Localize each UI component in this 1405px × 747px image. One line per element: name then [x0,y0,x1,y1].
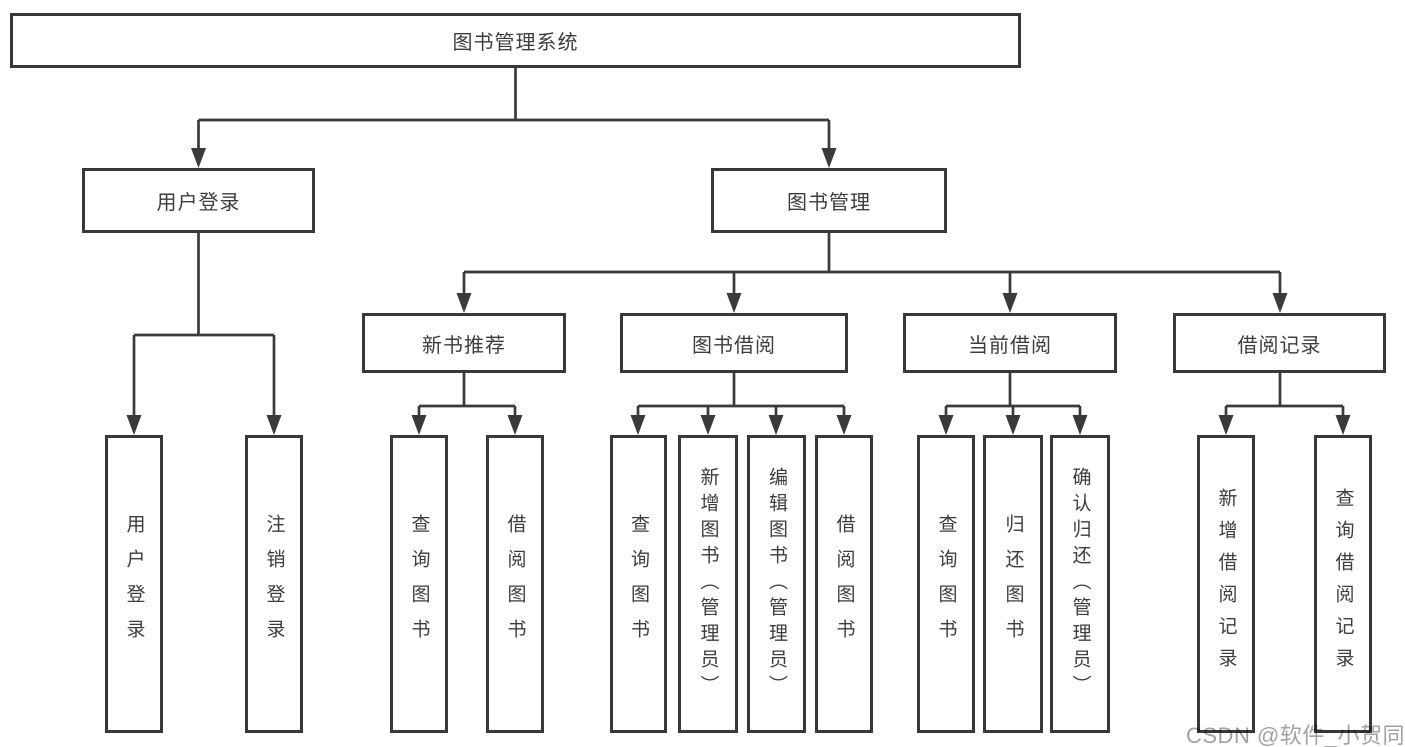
node-root-system: 图书管理系统 [10,13,1021,68]
leaf-query-books-recommend: 查询图书 [390,435,448,733]
leaf-query-books-borrow-label: 查询图书 [628,514,649,654]
arrowheads [126,148,1351,435]
leaf-query-borrow-record-label: 查询借阅记录 [1332,488,1354,680]
leaf-return-books-label: 归还图书 [1002,514,1024,654]
leaf-edit-book-admin-label: 编辑图书（管理员） [766,467,787,701]
node-book-borrow: 图书借阅 [620,313,848,373]
leaf-logout: 注销登录 [245,435,303,733]
leaf-logout-label: 注销登录 [263,514,285,654]
leaf-add-borrow-record-label: 新增借阅记录 [1215,488,1237,680]
node-borrow-records: 借阅记录 [1173,313,1386,373]
leaf-add-borrow-record: 新增借阅记录 [1197,435,1255,733]
node-book-management: 图书管理 [711,168,947,233]
leaf-borrow-books-recommend-label: 借阅图书 [504,514,526,654]
leaf-query-books-recommend-label: 查询图书 [408,514,430,654]
leaf-return-books: 归还图书 [983,435,1043,733]
leaf-query-books-current: 查询图书 [917,435,975,733]
leaf-borrow-books-recommend: 借阅图书 [486,435,544,733]
node-user-login: 用户登录 [82,168,315,233]
leaf-query-books-current-label: 查询图书 [935,514,957,654]
leaf-edit-book-admin: 编辑图书（管理员） [747,435,806,733]
leaf-confirm-return-admin-label: 确认归还（管理员） [1069,467,1091,701]
leaf-borrow-books-label: 借阅图书 [833,514,855,654]
leaf-user-login: 用户登录 [105,435,163,733]
leaf-query-books-borrow: 查询图书 [610,435,667,733]
csdn-watermark: CSDN @软件_小贺同学 [1186,723,1405,747]
leaf-confirm-return-admin: 确认归还（管理员） [1050,435,1110,733]
leaf-query-borrow-record: 查询借阅记录 [1314,435,1372,733]
leaf-add-book-admin: 新增图书（管理员） [678,435,738,733]
node-current-borrow: 当前借阅 [903,313,1117,373]
leaf-borrow-books: 借阅图书 [815,435,873,733]
leaf-user-login-label: 用户登录 [123,514,145,654]
node-new-book-recommend: 新书推荐 [362,313,566,373]
leaf-add-book-admin-label: 新增图书（管理员） [697,467,719,701]
